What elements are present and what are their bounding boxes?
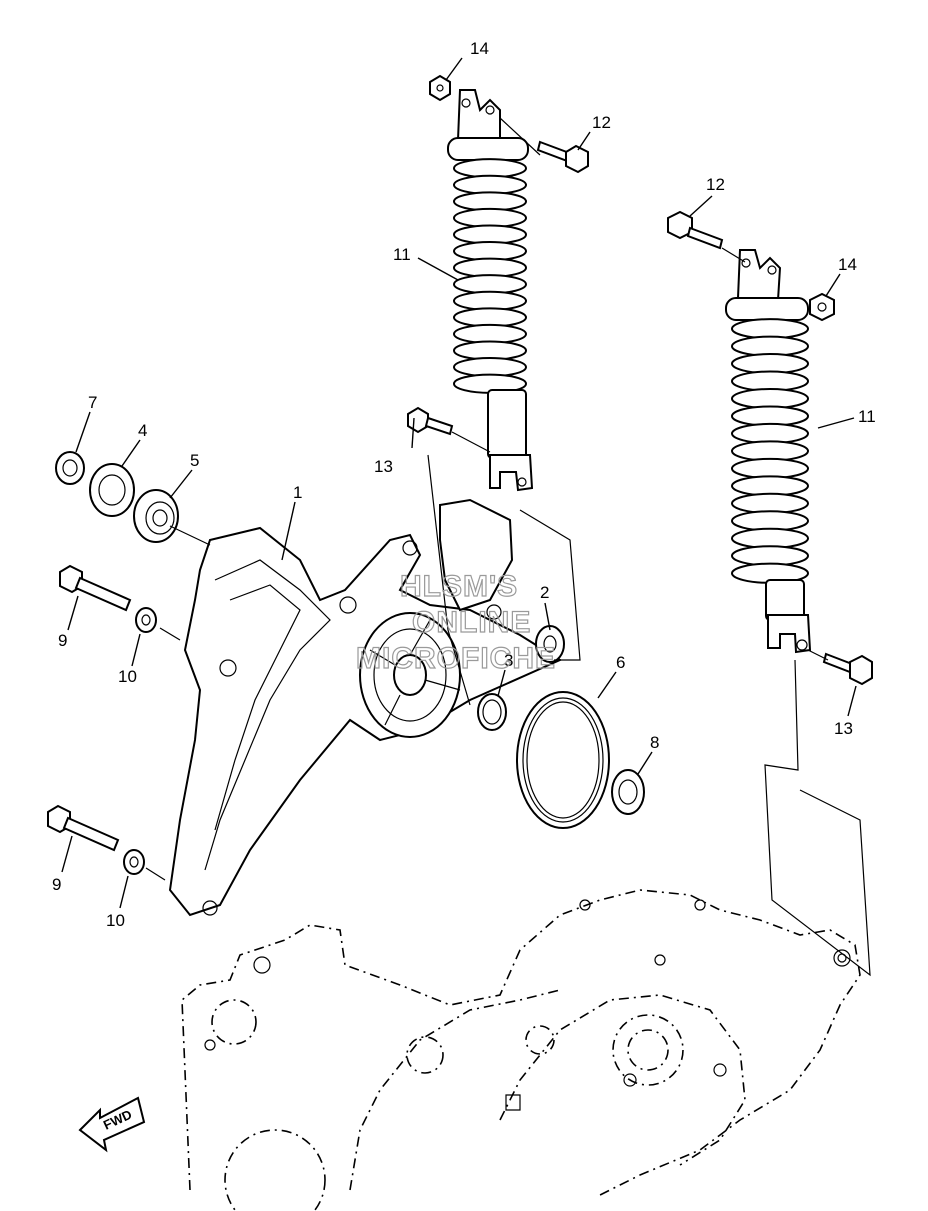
watermark-line-3: MICROFICHE: [356, 642, 556, 675]
spring-coil: [453, 241, 527, 262]
spring-coil: [453, 207, 527, 229]
watermark-line-2: ONLINE: [412, 606, 531, 639]
rear-shock-absorber-1: [447, 89, 534, 492]
callout-10-upper: 10: [118, 667, 137, 686]
callout-13-lower: 13: [834, 719, 853, 738]
callout-9-upper: 9: [58, 631, 67, 650]
callout-9-lower: 9: [52, 875, 61, 894]
spring-coil: [453, 257, 527, 278]
callout-2: 2: [540, 583, 549, 602]
spring-coil: [731, 440, 809, 462]
spring-coil: [453, 340, 527, 361]
leader-lines: [61, 57, 857, 909]
oil-seal-4: [89, 463, 135, 517]
spring-coil: [731, 335, 809, 357]
spring-coil: [731, 510, 809, 532]
callout-4: 4: [138, 421, 147, 440]
bolt-12-upper: [536, 140, 589, 174]
spring-coil: [731, 370, 809, 392]
spring-coil: [731, 492, 809, 515]
nut-14-lower: [809, 292, 835, 322]
callout-12-upper: 12: [592, 113, 611, 132]
spring-coil: [731, 457, 809, 480]
spring-coil: [453, 323, 527, 345]
watermark: HLSM'S ONLINE MICROFICHE: [355, 569, 556, 675]
callout-10-lower: 10: [106, 911, 125, 930]
cap-8: [611, 769, 645, 815]
washer-10-upper: [135, 607, 157, 633]
washer-10-lower: [123, 849, 145, 875]
spring-coil: [731, 527, 809, 549]
rear-shock-absorber-2: [725, 249, 812, 654]
callout-5: 5: [190, 451, 199, 470]
rear-arm-1: [168, 498, 563, 917]
callout-14-upper: 14: [470, 39, 489, 58]
spring-coil: [731, 545, 809, 567]
collar-7: [55, 451, 85, 485]
spring-coil: [731, 405, 809, 427]
callout-1: 1: [293, 483, 302, 502]
callout-7: 7: [88, 393, 97, 412]
spring-coil: [453, 174, 527, 195]
watermark-line-1: HLSM'S: [400, 570, 518, 603]
callout-labels: 14 12 12 14 11 11 7 4 5 1 13 2 3 6 8 9 1…: [52, 39, 876, 930]
spring-coil: [453, 290, 527, 311]
callout-11-lower: 11: [858, 407, 876, 426]
spring-coil: [453, 158, 527, 179]
callout-12-lower: 12: [706, 175, 725, 194]
spring-coil: [453, 191, 527, 212]
collar-2: [535, 625, 565, 663]
spring-coil: [731, 318, 809, 340]
spring-coil: [731, 475, 809, 497]
callout-8: 8: [650, 733, 659, 752]
spring-coil: [453, 224, 527, 245]
bolt-13-upper: [407, 406, 454, 436]
fwd-arrow-badge: FWD: [78, 1096, 146, 1153]
spring-coil: [731, 422, 809, 445]
callout-6: 6: [616, 653, 625, 672]
callout-14-lower: 14: [838, 255, 857, 274]
engine-case: [181, 889, 861, 1211]
bearing-5: [133, 489, 179, 543]
bolt-9-lower: [47, 804, 120, 852]
spring-coil: [731, 353, 809, 375]
spring-coil: [453, 357, 527, 378]
spring-coil: [453, 307, 527, 328]
callout-3: 3: [504, 651, 513, 670]
bolt-13-lower: [822, 652, 873, 686]
bolt-12-lower: [667, 210, 724, 250]
bolt-9-upper: [59, 564, 132, 612]
ring-6: [516, 691, 610, 829]
nut-14-upper: [429, 74, 451, 102]
spring-coil: [453, 274, 527, 295]
assembly-lines: [145, 117, 871, 977]
callout-13-upper: 13: [374, 457, 393, 476]
spring-coil: [731, 387, 809, 410]
seal-3: [477, 693, 507, 731]
callout-11-upper: 11: [393, 245, 411, 264]
